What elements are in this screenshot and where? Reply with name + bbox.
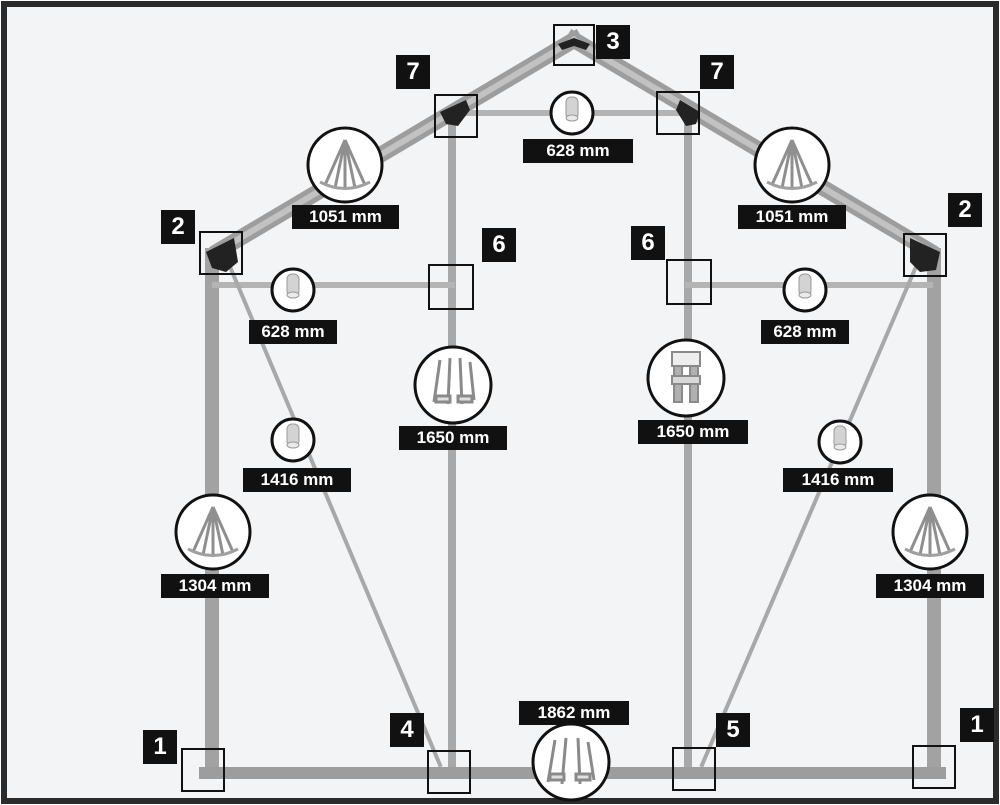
joint-square-5: [672, 747, 716, 791]
callout-inner-post-left: [413, 345, 493, 425]
joint-square-2-right: [903, 233, 947, 277]
joint-number-4: 4: [390, 713, 424, 747]
callout-side-right: [891, 493, 969, 571]
connector-left-eave: [206, 238, 238, 272]
joint-number-7-right: 7: [700, 55, 734, 89]
joint-square-3: [553, 24, 595, 66]
callout-crossbar-right: [782, 267, 828, 313]
label-side-post-left: 1304 mm: [161, 574, 269, 598]
joint-number-5: 5: [716, 713, 750, 747]
callout-brace-right: [817, 419, 863, 465]
joint-square-4: [427, 750, 471, 794]
joint-connectors: [206, 38, 940, 272]
joint-square-7-left: [434, 94, 478, 138]
label-crossbar-left: 628 mm: [249, 320, 337, 344]
joint-square-1-right: [912, 745, 956, 789]
roof-rafter-left-highlight: [215, 35, 579, 255]
joint-number-2-right: 2: [948, 193, 982, 227]
callout-inner-post-right: [646, 338, 726, 418]
label-brace-left: 1416 mm: [243, 468, 351, 492]
label-roof-right: 1051 mm: [738, 205, 846, 229]
joint-number-6-right: 6: [631, 226, 665, 260]
callout-side-left: [174, 493, 252, 571]
fan-profile-icon: [766, 139, 818, 190]
callout-brace-left: [270, 417, 316, 463]
fan-profile-icon: [187, 506, 239, 557]
connector-profile-icon: [671, 351, 701, 403]
fan-profile-icon: [319, 139, 371, 190]
connector-peak: [558, 38, 590, 50]
label-brace-right: 1416 mm: [783, 468, 893, 492]
label-inner-post-right: 1650 mm: [638, 420, 748, 444]
brace-left: [225, 259, 443, 768]
label-crossbar-right: 628 mm: [761, 320, 849, 344]
joint-square-2-left: [199, 231, 243, 275]
joint-number-2-left: 2: [161, 210, 195, 244]
fan-profile-icon: [904, 506, 956, 557]
label-side-post-right: 1304 mm: [876, 574, 984, 598]
callout-roof-right: [753, 126, 831, 204]
connector-right-eave: [910, 238, 940, 272]
callout-top-rail: [549, 90, 595, 136]
connector-left-upper: [440, 100, 470, 126]
post-profile-icon: [432, 357, 476, 405]
joint-number-7-left: 7: [396, 55, 430, 89]
joint-number-1-right: 1: [960, 708, 994, 742]
brace-right: [699, 259, 921, 768]
label-roof-left: 1051 mm: [292, 205, 399, 229]
label-top-rail: 628 mm: [523, 139, 633, 163]
label-base-rail: 1862 mm: [519, 701, 629, 725]
round-tube-icon: [286, 273, 300, 299]
joint-number-1-left: 1: [143, 730, 177, 764]
round-tube-icon: [286, 423, 300, 449]
callout-crossbar-left: [270, 267, 316, 313]
callout-base-rail: [531, 722, 611, 802]
round-tube-icon: [565, 96, 579, 122]
joint-square-1-left: [181, 748, 225, 792]
roof-rafter-right-highlight: [569, 35, 933, 255]
connector-right-upper: [676, 100, 700, 126]
round-tube-icon: [833, 425, 847, 451]
round-tube-icon: [798, 273, 812, 299]
joint-number-3: 3: [596, 25, 630, 59]
joint-square-7-right: [656, 91, 700, 135]
joint-square-6-left: [428, 264, 474, 310]
joint-number-6-left: 6: [482, 228, 516, 262]
callout-roof-left: [306, 126, 384, 204]
label-inner-post-left: 1650 mm: [399, 426, 507, 450]
post-profile-icon: [546, 737, 596, 785]
joint-squares: [181, 24, 956, 794]
joint-square-6-right: [666, 259, 712, 305]
